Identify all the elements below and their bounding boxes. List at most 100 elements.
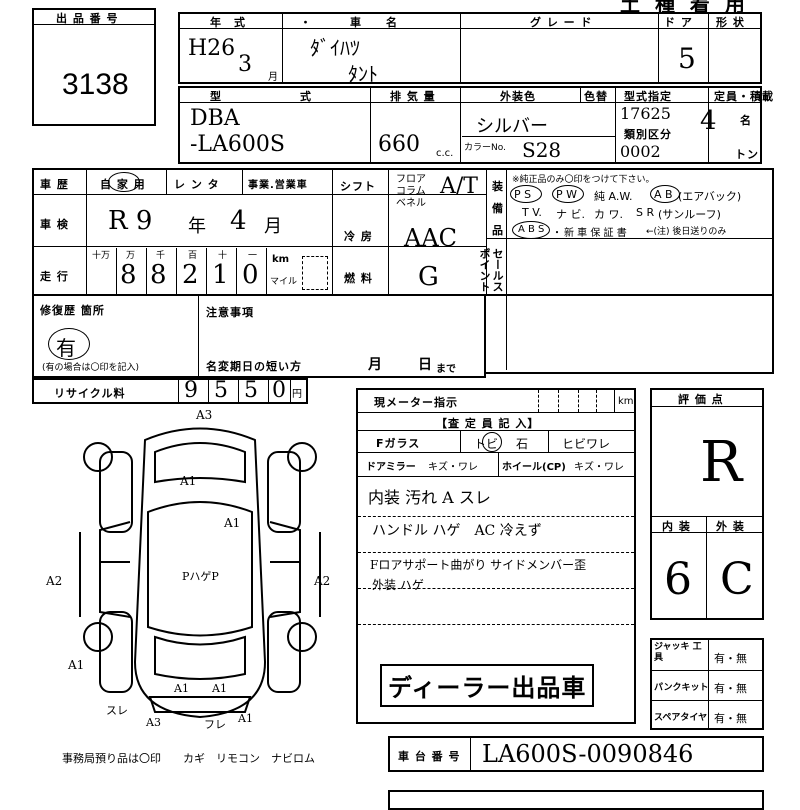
- shape-label: 形 状: [716, 16, 745, 29]
- repair-notes-box: 修復歴 箇所 有 (有の場合は〇印を記入) 注意事項 名変期日の短い方 月 日 …: [32, 294, 486, 378]
- mark-a1-rear-3: A1: [238, 712, 253, 725]
- equip-sr[interactable]: S R: [636, 206, 655, 219]
- chassis-value: LA600S-0090846: [482, 740, 694, 768]
- ac-label: 冷 房: [344, 230, 373, 243]
- car-outline-svg: [79, 427, 321, 719]
- shift-label: シフト: [340, 180, 376, 193]
- remark-1: 内装 汚れ A スレ: [368, 488, 491, 507]
- grade-label: グ レ ー ド: [530, 16, 593, 29]
- history-label: 車 歴: [40, 178, 69, 191]
- mark-a1-right: A1: [224, 516, 241, 530]
- mirror-value[interactable]: キズ・ワレ: [428, 462, 478, 473]
- year-month-value: 3: [238, 52, 252, 77]
- notes-suffix: まで: [436, 364, 456, 375]
- shift-panel[interactable]: ベネル: [396, 198, 426, 209]
- glass-opt-2[interactable]: 石: [516, 437, 529, 451]
- interior-label: 内 装: [662, 520, 691, 533]
- equip-navi[interactable]: ナ ビ.: [556, 208, 585, 221]
- recycle-digit-3: 0: [272, 378, 286, 403]
- wheel-label: ホイール(CP): [502, 462, 566, 473]
- glass-opt-3[interactable]: ヒビワレ: [562, 437, 611, 451]
- class-label: 類別区分: [624, 128, 672, 141]
- mark-dent: フレ: [204, 718, 226, 731]
- doors-label: ド ア: [664, 16, 693, 29]
- lot-label: 出 品 番 号: [56, 12, 119, 25]
- equip-leather[interactable]: カ ワ.: [594, 208, 623, 221]
- notes-label: 注意事項: [206, 306, 254, 319]
- tool-jack-value[interactable]: 有・無: [714, 652, 747, 665]
- maker-prefix: ・: [300, 16, 312, 29]
- mark-a3-rear: A3: [146, 716, 161, 729]
- equip-sr-note: (サンルーフ): [658, 208, 721, 221]
- mark-a2-left: A2: [46, 574, 63, 588]
- equip-ab-note: (エアバック): [678, 190, 742, 203]
- mileage-mile-label: マイル: [270, 277, 298, 287]
- mark-center: PハゲP: [182, 570, 219, 583]
- mark-a1-rear-left: A1: [68, 658, 85, 672]
- mile-checkbox[interactable]: [302, 256, 328, 290]
- mileage-unit-1: 万: [126, 251, 136, 261]
- tool-spare-value[interactable]: 有・無: [714, 712, 747, 725]
- notes-day-unit: 日: [418, 357, 432, 373]
- repair-note: (有の場合は〇印を記入): [42, 363, 140, 373]
- recycle-digit-1: 5: [214, 378, 228, 403]
- mileage-unit: km: [272, 254, 290, 265]
- exterior-label: 外 装: [716, 520, 745, 533]
- inspector-title: 【査 定 員 記 入】: [436, 417, 540, 430]
- recycle-label: リサイクル料: [54, 387, 126, 400]
- mileage-digit-4: 1: [212, 260, 229, 290]
- equip-aw[interactable]: 純 A.W.: [594, 190, 633, 203]
- main-grid: 車 歴 自 家 用 レ ン タ 事業.営業車 シフト フロア コラム ベネル A…: [32, 168, 774, 296]
- mileage-digit-1: 8: [120, 260, 137, 290]
- equip-warranty[interactable]: 新 車 保 証 書: [564, 228, 627, 239]
- tools-box: ジャッキ 工 具 有・無 パンクキット 有・無 スペアタイヤ 有・無: [650, 638, 764, 730]
- history-rental[interactable]: レ ン タ: [174, 178, 220, 191]
- mileage-unit-0: 十万: [92, 251, 111, 261]
- inspection-year-unit: 年: [188, 216, 206, 237]
- glass-label: Fガラス: [376, 437, 421, 450]
- fuel-value: G: [418, 262, 439, 292]
- shift-floor[interactable]: フロア: [396, 174, 426, 185]
- mark-a1-rear-1: A1: [174, 682, 189, 695]
- equip-tv[interactable]: T V.: [522, 206, 542, 219]
- color-no-label: カラーNo.: [464, 143, 506, 153]
- tool-puncture-label: パンクキット: [654, 683, 709, 693]
- fuel-label: 燃 料: [344, 272, 373, 285]
- model-code-value: -LA600S: [190, 132, 285, 157]
- short-change-label: 名変期日の短い方: [206, 360, 302, 373]
- inspection-label: 車 検: [40, 218, 69, 231]
- sale-points-label: セールスポイント: [478, 248, 504, 292]
- ton-unit: トン: [735, 148, 759, 161]
- chassis-label: 車 台 番 号: [398, 750, 461, 763]
- mark-a1-rear-2: A1: [212, 682, 227, 695]
- mileage-unit-2: 千: [156, 251, 166, 261]
- evaluation-label: 評 価 点: [678, 393, 724, 406]
- mileage-digit-2: 8: [150, 260, 167, 290]
- mileage-label: 走 行: [40, 270, 69, 283]
- mileage-unit-4: 十: [218, 251, 228, 261]
- vehicle-basic-box: 年 式 ・ 車 名 グ レ ー ド ド ア 形 状 H26 3 月 ﾀﾞｲﾊﾂ …: [178, 12, 762, 86]
- model-value: ﾀﾝﾄ: [348, 62, 378, 86]
- type-label-1: 型: [210, 90, 222, 103]
- vehicle-type-box: 型 式 排 気 量 外装色 色替 型式指定 定員・積載 DBA -LA600S …: [178, 86, 773, 164]
- mileage-unit-3: 百: [188, 251, 198, 261]
- tool-puncture-value[interactable]: 有・無: [714, 682, 747, 695]
- recycle-digit-0: 9: [184, 378, 198, 403]
- lot-number: 3138: [62, 68, 129, 101]
- history-business[interactable]: 事業.営業車: [248, 180, 308, 191]
- remark-3: Fロアサポート曲がり サイドメンバー歪: [370, 558, 587, 572]
- wheel-value[interactable]: キズ・ワレ: [574, 462, 624, 473]
- recycle-digit-2: 5: [244, 378, 258, 403]
- chassis-box: 車 台 番 号 LA600S-0090846: [388, 736, 764, 772]
- meter-unit: km: [618, 396, 634, 407]
- doors-value: 5: [678, 42, 696, 75]
- equipment-label: 装 備 品: [492, 180, 503, 237]
- type-prefix-value: DBA: [190, 106, 240, 131]
- bottom-box-edge: [388, 790, 764, 810]
- displacement-label: 排 気 量: [390, 90, 436, 103]
- history-circle: [108, 172, 140, 192]
- shift-column[interactable]: コラム: [396, 186, 426, 197]
- mileage-digit-3: 2: [182, 260, 199, 290]
- dealer-stamp: ディーラー出品車: [380, 664, 595, 707]
- displacement-unit: c.c.: [436, 148, 454, 159]
